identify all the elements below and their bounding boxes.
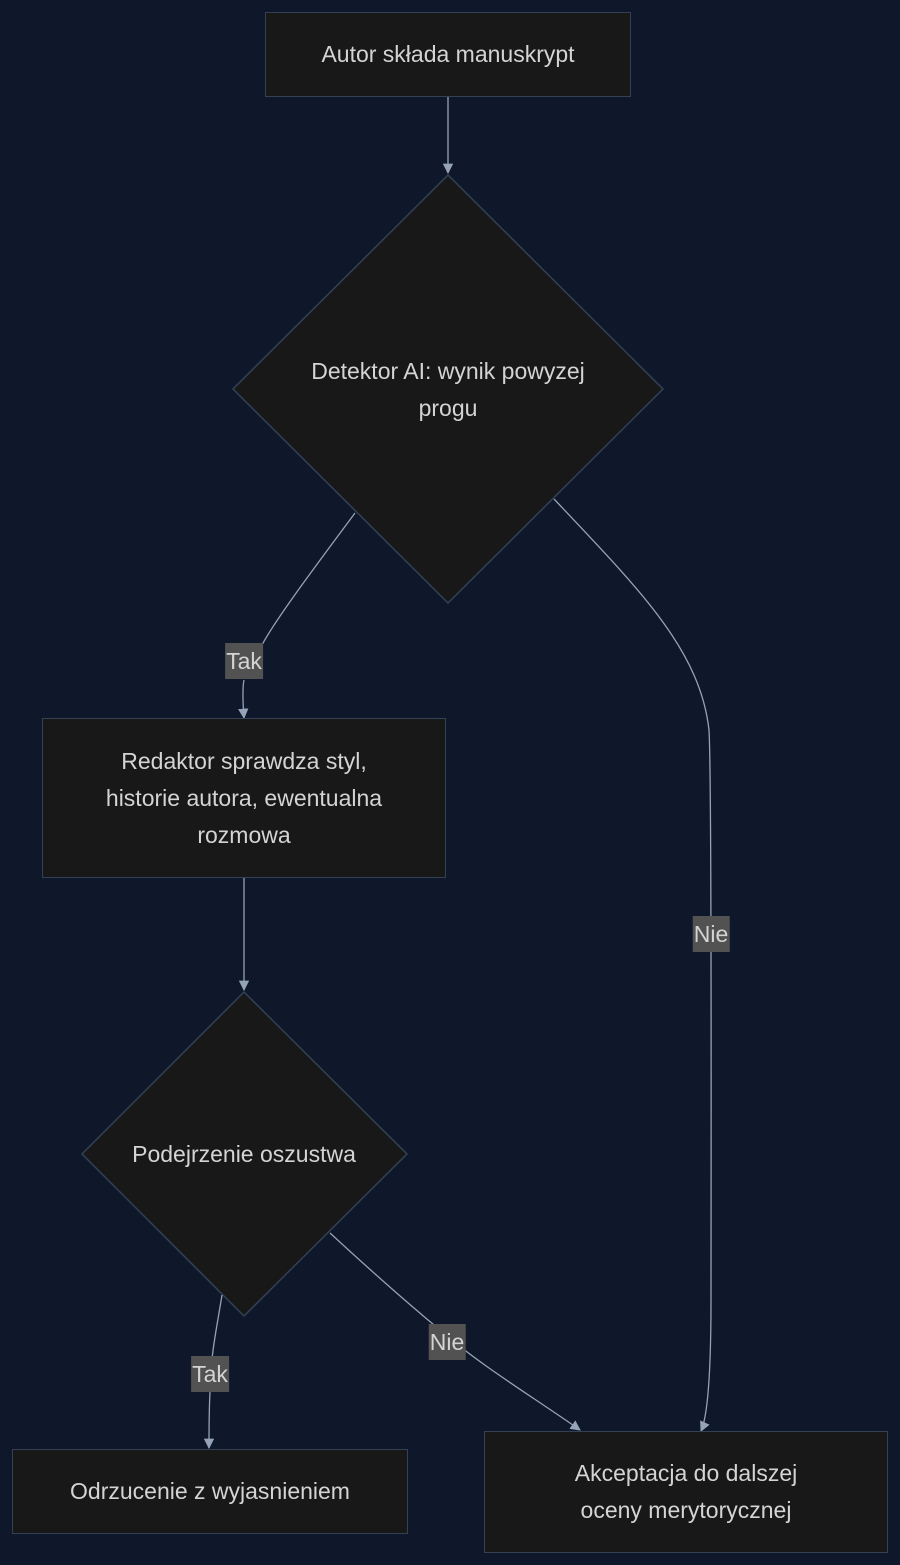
edge-label-fraud-no: Nie: [428, 1324, 466, 1360]
edge-detector-no: [553, 498, 712, 1432]
node-reject-label: Odrzucenie z wyjasnieniem: [70, 1478, 350, 1504]
edge-label-detector-yes: Tak: [225, 643, 263, 679]
node-editor-check: Redaktor sprawdza styl, historie autora,…: [42, 718, 446, 878]
node-start-label: Autor składa manuskrypt: [321, 41, 575, 67]
node-fraud-suspicion: Podejrzenie oszustwa: [104, 1134, 384, 1174]
node-reject: Odrzucenie z wyjasnieniem: [12, 1449, 408, 1534]
edge-label-detector-no: Nie: [692, 916, 730, 952]
node-ai-detector-label: Detektor AI: wynik powyzej progu: [311, 358, 585, 421]
decision-diamond-ai-detector: [231, 173, 665, 605]
edge-fraud-yes: [209, 1294, 223, 1448]
node-editor-check-label: Redaktor sprawdza styl, historie autora,…: [105, 747, 383, 848]
node-fraud-suspicion-label: Podejrzenie oszustwa: [132, 1140, 356, 1167]
decision-diamond-fraud: [80, 990, 409, 1318]
node-start: Autor składa manuskrypt: [265, 12, 631, 97]
edge-label-fraud-yes: Tak: [191, 1356, 229, 1392]
node-accept: Akceptacja do dalszej oceny merytoryczne…: [484, 1431, 888, 1553]
edge-detector-yes: [243, 512, 356, 718]
node-accept-label: Akceptacja do dalszej oceny merytoryczne…: [574, 1460, 798, 1523]
node-ai-detector: Detektor AI: wynik powyzej progu: [288, 340, 608, 440]
